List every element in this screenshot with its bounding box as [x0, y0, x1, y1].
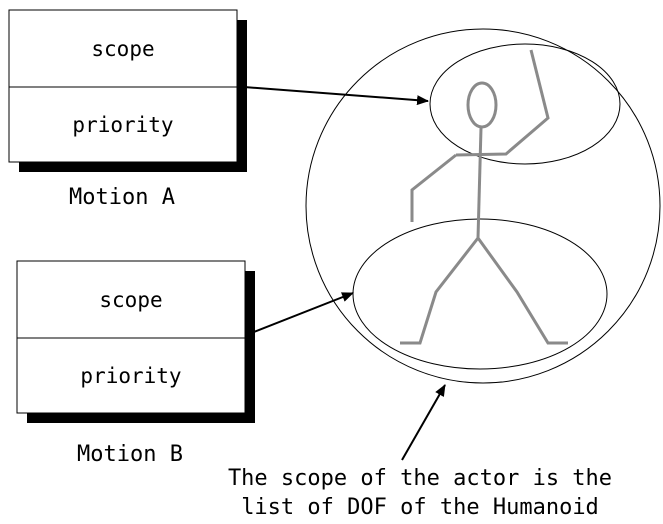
motion-a-box: scope priority	[8, 9, 247, 172]
motion-a-frame	[8, 9, 238, 163]
humanoid-left-arm	[410, 153, 457, 222]
annotation-arrow	[401, 384, 446, 461]
motion-a-scope-arrow	[243, 86, 429, 106]
actor-scope-circle	[305, 28, 661, 384]
motion-b-box: scope priority	[16, 260, 255, 423]
humanoid-stick-figure	[400, 49, 568, 345]
motion-b-scope-label: scope	[99, 288, 162, 312]
motion-b-scope-arrow	[253, 292, 354, 333]
annotation-line-1: The scope of the actor is the	[228, 466, 612, 491]
humanoid-head	[466, 81, 498, 129]
motion-b-priority-label: priority	[80, 364, 181, 388]
humanoid-right-leg	[476, 237, 568, 345]
motion-a-scope-label: scope	[91, 37, 154, 61]
humanoid-right-arm	[455, 49, 550, 157]
motion-a-priority-label: priority	[72, 113, 173, 137]
humanoid-left-leg	[400, 237, 480, 345]
humanoid-torso	[476, 127, 483, 239]
motion-b-caption: Motion B	[77, 442, 183, 467]
annotation-line-2: list of DOF of the Humanoid	[241, 495, 599, 520]
upper-body-scope-ellipse	[429, 43, 621, 165]
motion-b-frame	[16, 260, 246, 414]
motion-a-caption: Motion A	[69, 185, 175, 210]
